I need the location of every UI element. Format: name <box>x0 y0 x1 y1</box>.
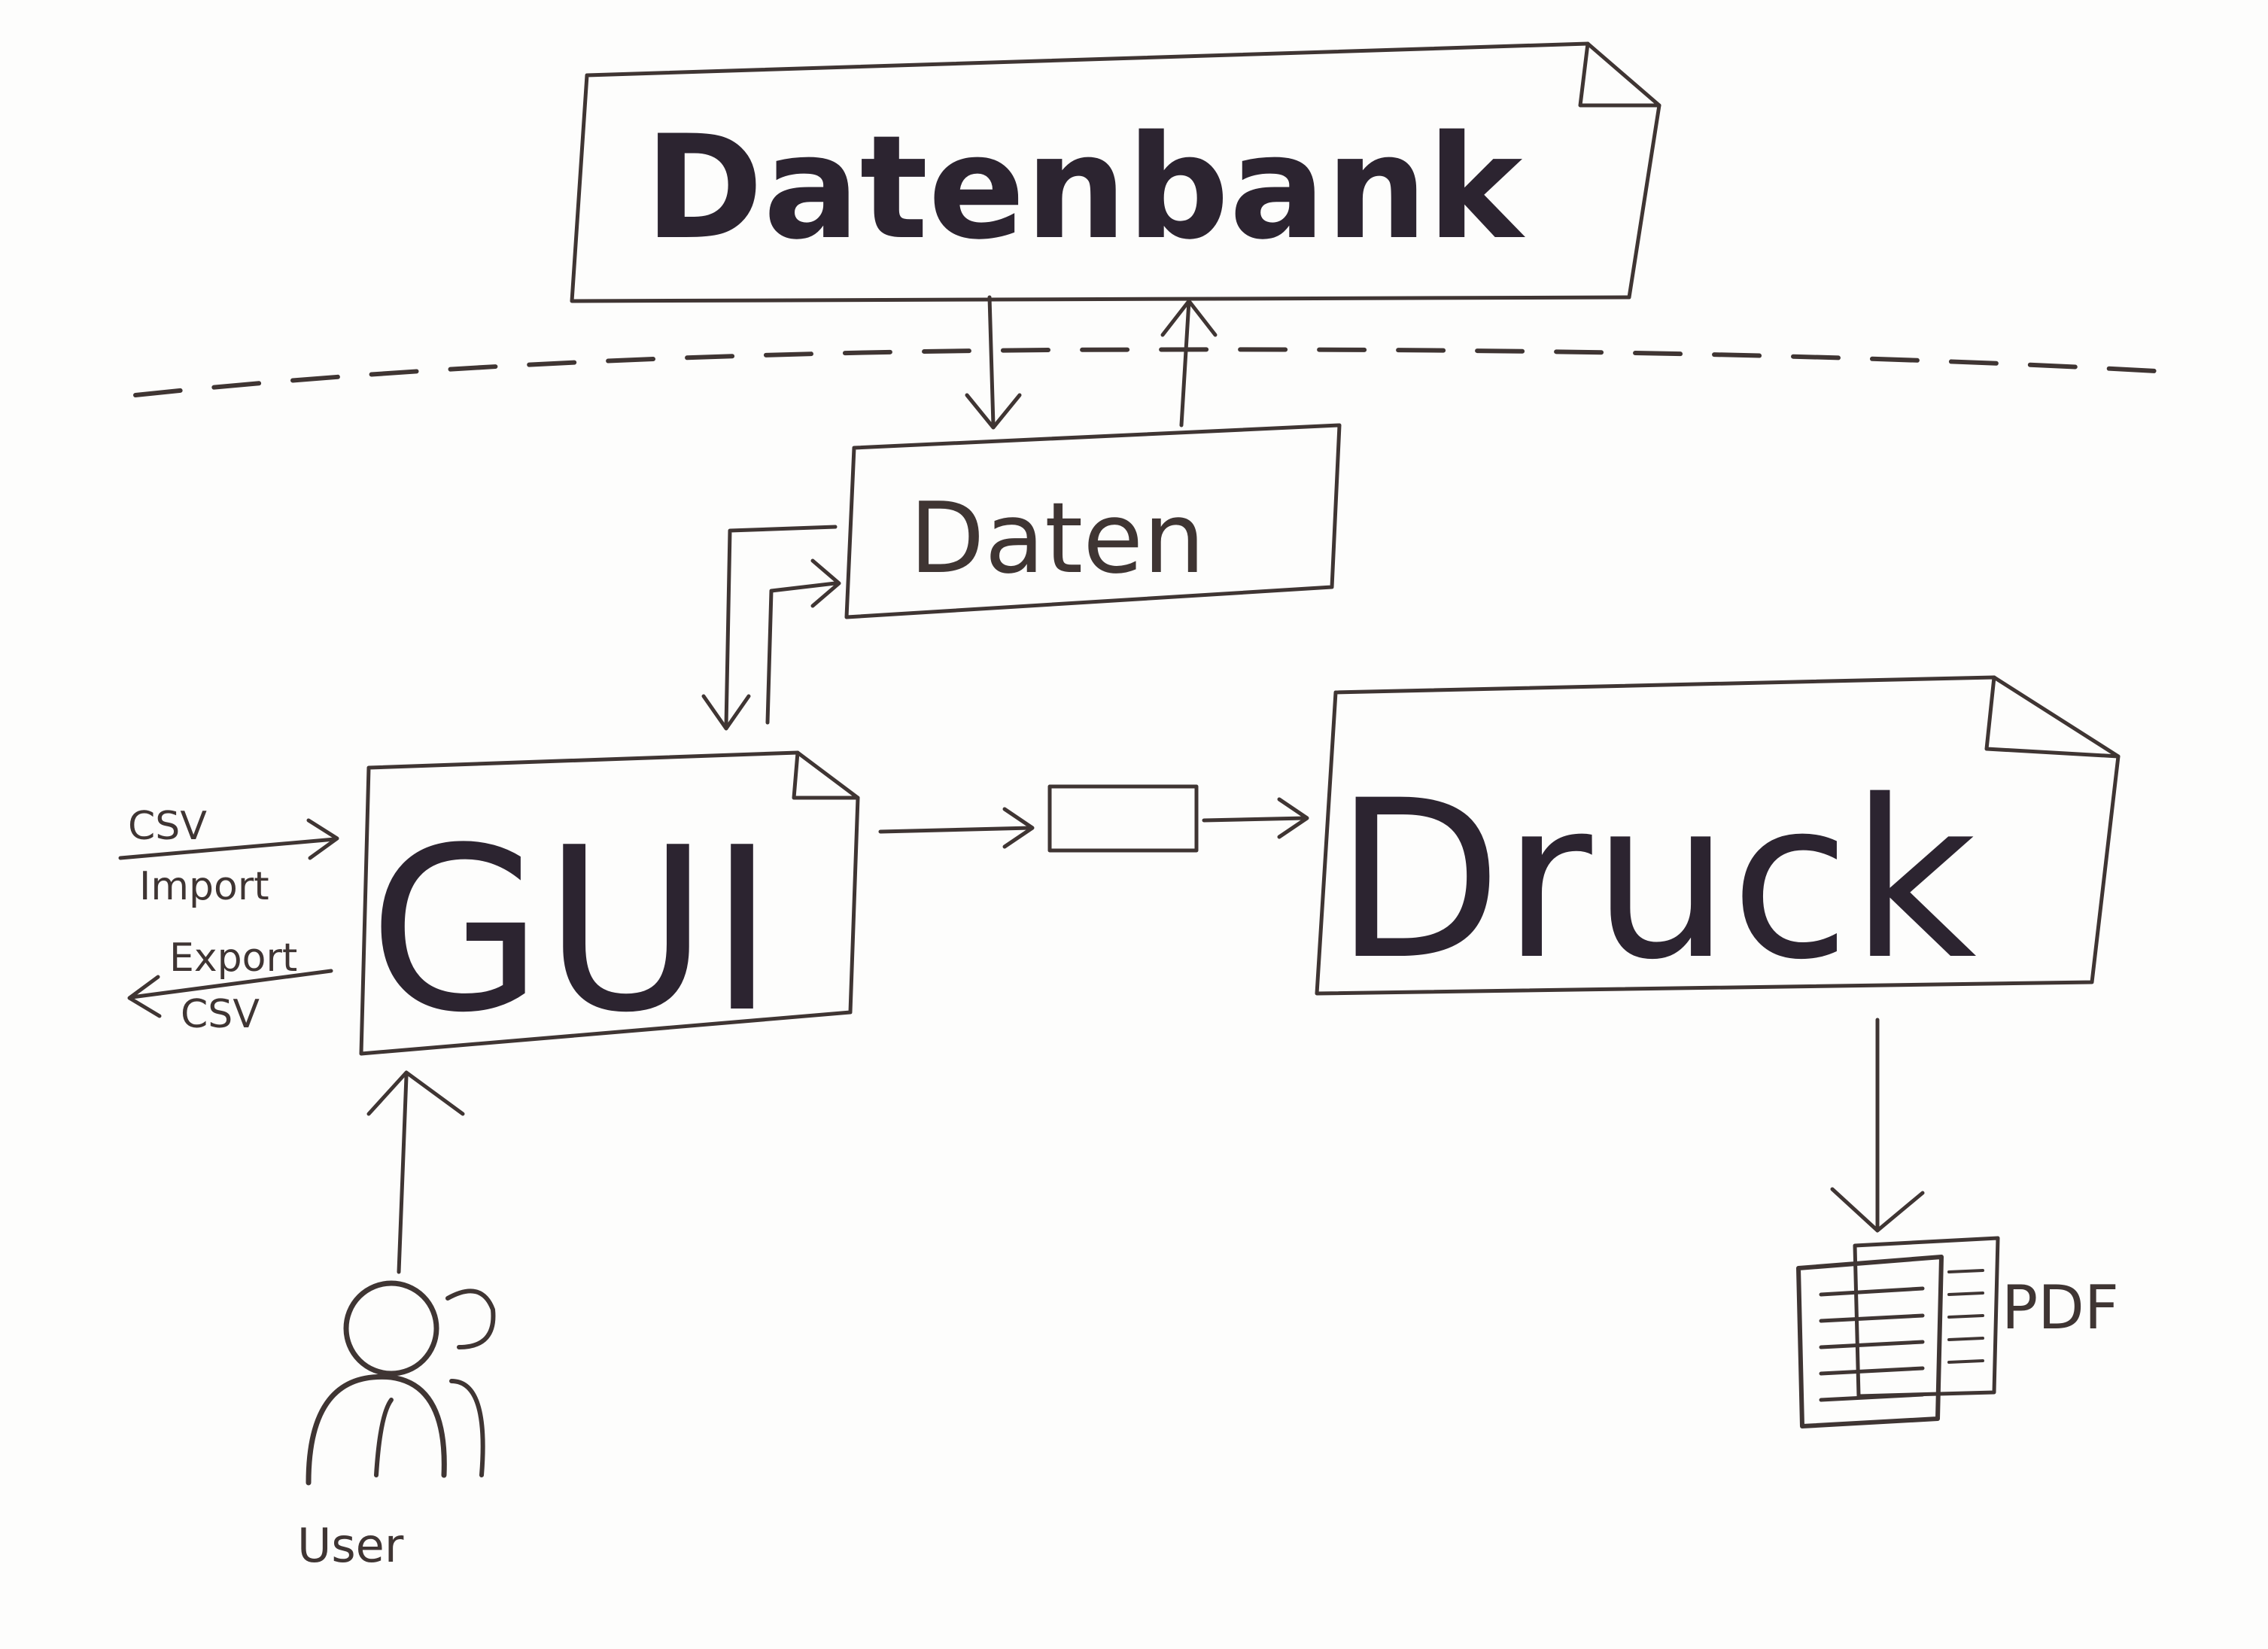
csv-import-bottom-label: Import <box>139 864 269 909</box>
db-to-data-arrow <box>965 295 1022 430</box>
print-to-pdf-arrow <box>1830 1018 1925 1233</box>
data-to-gui-arrow <box>701 525 838 731</box>
pdf-label: PDF <box>2002 1273 2119 1343</box>
user-icon <box>306 1280 496 1486</box>
folded-corner-icon <box>1578 41 1661 108</box>
print-label: Druck <box>1334 754 1977 1008</box>
database-box: Datenbank <box>570 41 1661 303</box>
tier-separator-dashed-line <box>133 347 2184 397</box>
csv-export: Export CSV <box>127 936 333 1037</box>
folded-corner-icon <box>1984 675 2121 759</box>
gui-label: GUI <box>369 799 776 1062</box>
data-label: Daten <box>909 481 1205 595</box>
gui-box: GUI <box>359 750 860 1062</box>
database-label: Datenbank <box>645 105 1525 271</box>
data-box: Daten <box>844 423 1342 619</box>
gui-to-data-arrow <box>765 558 841 725</box>
gui-to-buffer-arrow <box>878 807 1035 849</box>
print-box: Druck <box>1315 675 2121 1008</box>
user-to-gui-arrow <box>366 1070 465 1274</box>
data-to-db-arrow <box>1160 299 1218 427</box>
csv-import-arrow <box>118 837 337 860</box>
csv-export-arrow <box>129 969 333 999</box>
buffer-to-print-arrow <box>1202 797 1309 839</box>
csv-export-bottom-label: CSV <box>181 992 260 1037</box>
csv-export-top-label: Export <box>169 936 297 981</box>
user-label: User <box>297 1518 404 1573</box>
buffer-box <box>1047 784 1199 853</box>
csv-import: CSV Import <box>118 804 339 909</box>
csv-import-top-label: CSV <box>128 804 207 849</box>
folded-corner-icon <box>792 750 860 800</box>
pdf-documents-icon <box>1796 1236 2000 1428</box>
